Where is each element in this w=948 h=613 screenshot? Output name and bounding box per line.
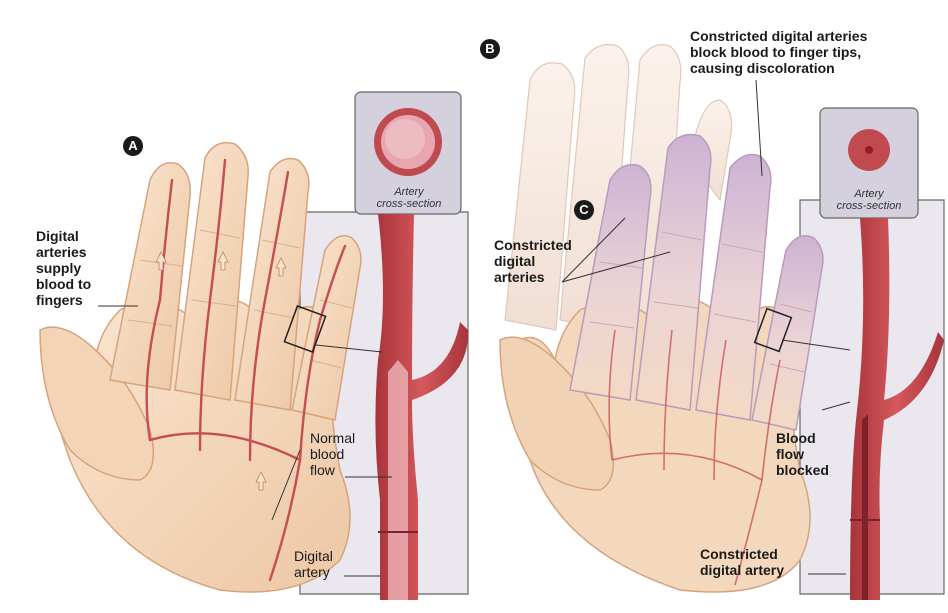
label-b-badge: B [480, 39, 500, 59]
label-normal-blood-flow: Normal blood flow [310, 430, 355, 478]
label-artery-cross-section-right: Artery cross-section [824, 188, 914, 212]
label-blood-flow-blocked: Blood flow blocked [776, 430, 829, 478]
label-digital-arteries-supply: Digital arteries supply blood to fingers [36, 228, 91, 308]
label-artery-cross-section-left: Artery cross-section [362, 186, 456, 210]
label-constricted-digital-artery: Constricted digital artery [700, 546, 784, 578]
label-constricted-block: Constricted digital arteries block blood… [690, 28, 867, 76]
hand-a [40, 143, 361, 592]
label-c-badge: C [574, 200, 594, 220]
label-digital-artery: Digital artery [294, 548, 333, 580]
label-constricted-digital-arteries: Constricted digital arteries [494, 237, 572, 285]
label-a-badge: A [123, 136, 143, 156]
